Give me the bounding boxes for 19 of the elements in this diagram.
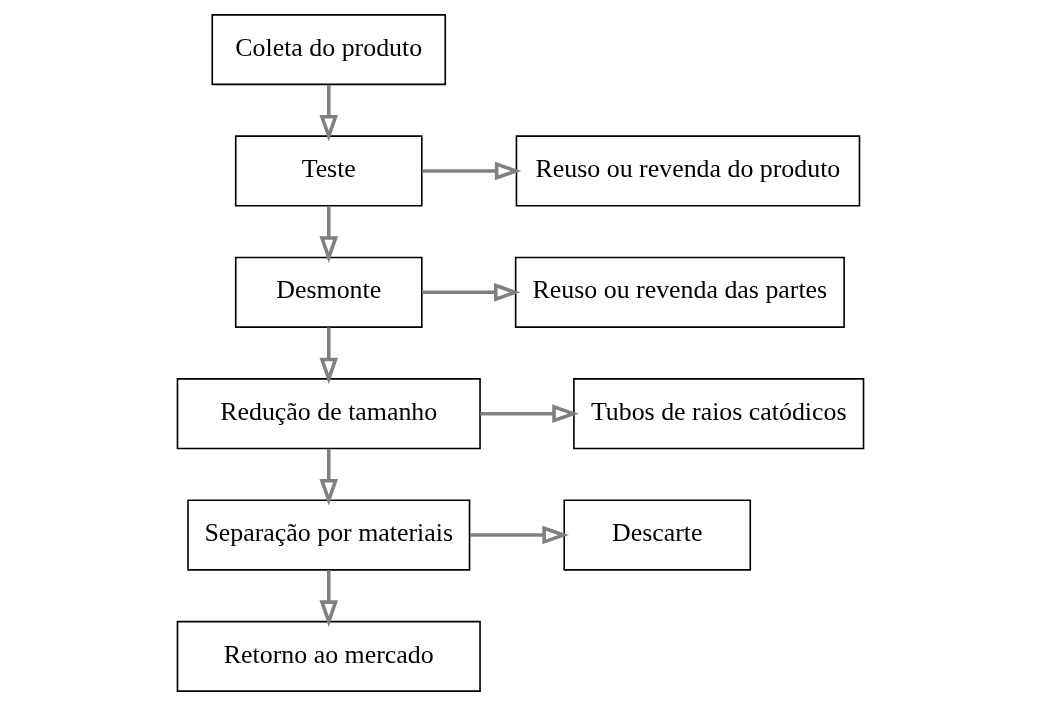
arrow <box>319 327 339 385</box>
node-box: Descarte <box>563 499 752 571</box>
arrow <box>469 525 569 545</box>
node-box: Teste <box>234 135 423 207</box>
arrow <box>319 84 339 142</box>
node-box: Reuso ou revenda do produto <box>515 135 861 207</box>
node-box: Reuso ou revenda das partes <box>514 256 845 328</box>
node-box: Coleta do produto <box>211 14 447 86</box>
arrow <box>480 404 579 423</box>
arrow <box>422 161 522 181</box>
node-box: Redução de tamanho <box>176 378 481 450</box>
node-box: Desmonte <box>234 256 423 328</box>
arrow <box>319 206 339 263</box>
arrow <box>319 448 339 506</box>
node-box: Retorno ao mercado <box>176 620 481 692</box>
arrow <box>319 570 339 627</box>
node-box: Separação por materiais <box>187 499 471 571</box>
arrow <box>422 283 521 302</box>
node-box: Tubos de raios catódicos <box>573 378 865 450</box>
